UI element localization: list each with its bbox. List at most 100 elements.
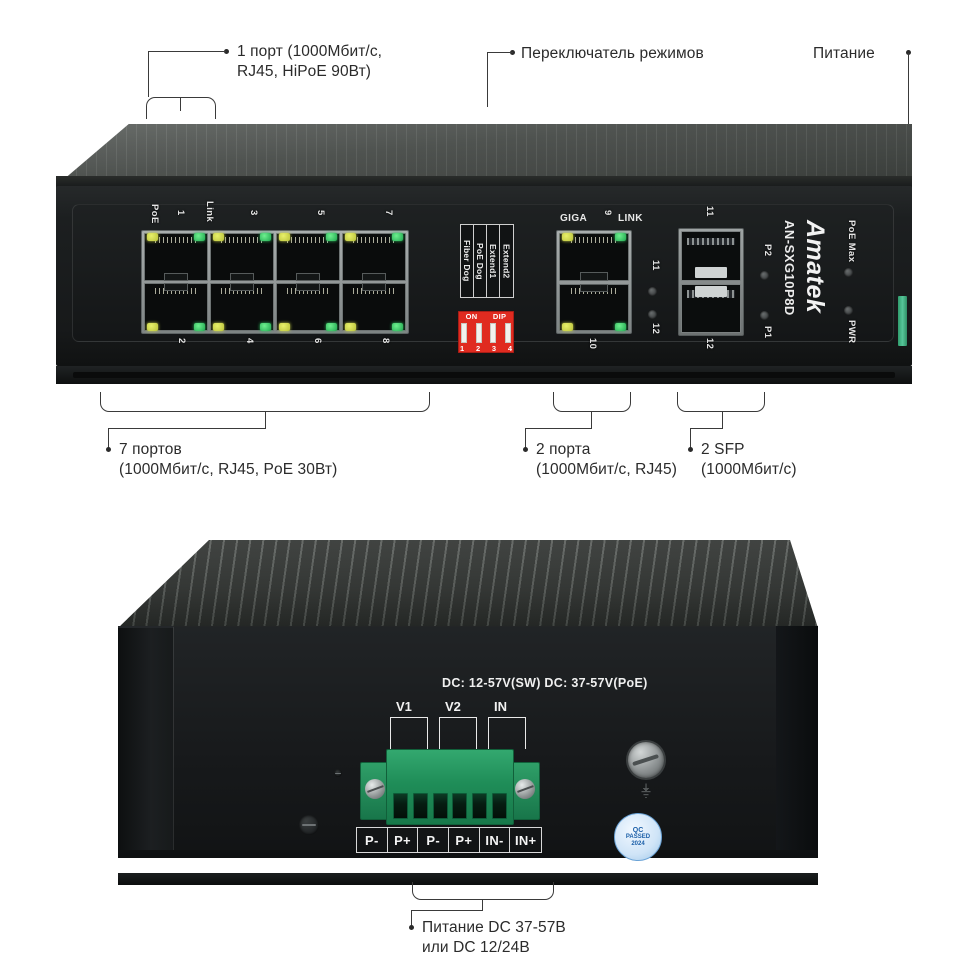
dip-lever-2[interactable] [475,323,482,343]
callout-top-left-leader-v2 [180,97,181,111]
rj45-label-7: 7 [383,210,394,216]
callout-bottom-mid-leader-v [525,428,526,448]
in-bracket-top [488,717,526,718]
qc-line-2: PASSED [625,833,651,840]
terminal-screw-head[interactable] [515,779,535,799]
dip-lever-1[interactable] [461,323,467,343]
rj45-tab [580,283,608,292]
terminal-pin-labels: P- P+ P- P+ IN- IN+ [356,827,542,853]
dip-lever-4[interactable] [504,323,511,343]
dip-switch-levers[interactable] [461,323,511,343]
terminal-hole-p-plus-1[interactable] [412,793,428,819]
dip-legend-label: Extend2 [501,243,512,279]
rj45-tab [163,283,189,292]
dip-switch-header: ON DIP [458,312,514,321]
status-led-poe-max [844,268,853,277]
terminal-hole-p-minus-2[interactable] [432,793,448,819]
rj45-port-1[interactable] [144,233,208,281]
qc-line-3: 2024 [631,840,645,847]
rj45-label-3: 3 [248,210,259,216]
rj45-label-5: 5 [315,210,326,216]
rj45-port-4[interactable] [210,283,274,331]
callout-power-dot [409,925,414,930]
link-label: LINK [618,213,643,224]
device-top-lid [56,124,912,186]
poe-led [345,323,356,331]
rj45-port-5[interactable] [276,233,340,281]
rj45-port-9[interactable] [559,233,629,281]
dip-lever-3[interactable] [490,323,497,343]
vent-hole [334,769,342,777]
sfp-port-12[interactable] [681,283,741,333]
dip-num-4: 4 [507,344,512,353]
poe-led [147,233,158,241]
terminal-holes[interactable] [393,793,507,819]
model-number: AN-SXG10P8D [782,220,797,316]
callout-bottom-left-leader-v [108,428,109,448]
callout-bottom-right-leader-v [690,428,691,448]
giga-label: GIGA [560,213,588,224]
brand-logo: Amatek [801,220,829,314]
rj45-tab [295,283,321,292]
sfp-port-cage[interactable] [678,228,744,336]
device-side-lid-ridges [118,540,818,628]
rj45-port-8[interactable] [342,283,406,331]
terminal-hole-p-plus-2[interactable] [452,793,468,819]
device-side-right-wall [774,626,818,850]
status-label-p1: P1 [762,326,773,339]
terminal-group-v1: V1 [396,699,412,714]
dip-legend-label: PoE Dog [475,242,485,280]
power-terminal-block[interactable] [386,749,514,825]
bracket-7-ports-stem [265,412,266,428]
terminal-screw-right[interactable] [510,762,540,820]
pin-label-p-minus-2: P- [418,828,450,852]
device-side-view: DC: 12-57V(SW) DC: 37-57V(PoE) V1 V2 IN [118,540,818,885]
callout-power-leader-v [411,910,412,926]
poe-led [279,323,290,331]
rj45-tab [580,272,608,281]
rj45-port-6[interactable] [276,283,340,331]
sfp-port-11[interactable] [681,231,741,281]
device-foot-strip [56,366,912,384]
rj45-port-2[interactable] [144,283,208,331]
terminal-hole-in-minus[interactable] [472,793,488,819]
dip-legend: Fiber Dog PoE Dog Extend1 Extend2 [460,224,514,298]
led-label-11: 11 [650,260,661,271]
rj45-pins [220,236,264,244]
callout-top-right-text: Питание [813,45,875,62]
dip-dip-label: DIP [492,312,507,321]
terminal-screw-left[interactable] [360,762,390,820]
pin-label-p-minus-1: P- [357,828,388,852]
terminal-screw-head[interactable] [365,779,385,799]
in-bracket-left [488,717,489,749]
rj45-port-10[interactable] [559,283,629,331]
rj45-port-3[interactable] [210,233,274,281]
device-side-lid [118,540,818,628]
giga-port-block[interactable] [556,230,632,334]
rj45-port-block[interactable] [141,230,409,334]
status-label-poe-max: PoE Max [846,220,857,263]
pin-label-in-plus: IN+ [514,832,537,848]
rj45-port-7[interactable] [342,233,406,281]
terminal-hole-p-minus-1[interactable] [393,793,408,819]
device-side-face: DC: 12-57V(SW) DC: 37-57V(PoE) V1 V2 IN [173,626,776,861]
power-terminal-side[interactable] [898,296,907,346]
rj45-pins [570,236,618,244]
callout-bottom-left-dot [106,447,111,452]
rj45-tab [361,272,387,281]
callout-top-right-leader-v [908,53,909,150]
callout-top-right-dot [906,50,911,55]
poe-led [213,233,224,241]
rj45-tab [295,272,321,281]
chassis-screw [299,815,319,835]
v1-bracket-top [390,717,428,718]
callout-bottom-mid-dot [523,447,528,452]
status-led-pwr [844,306,853,315]
dip-switch[interactable]: ON DIP 1 2 3 4 [458,311,514,353]
poe-led [345,233,356,241]
v1-bracket-left [390,717,391,749]
bracket-2-sfp-stem [722,412,723,428]
giga-port-10-label: 10 [587,338,598,350]
terminal-hole-in-plus[interactable] [491,793,507,819]
